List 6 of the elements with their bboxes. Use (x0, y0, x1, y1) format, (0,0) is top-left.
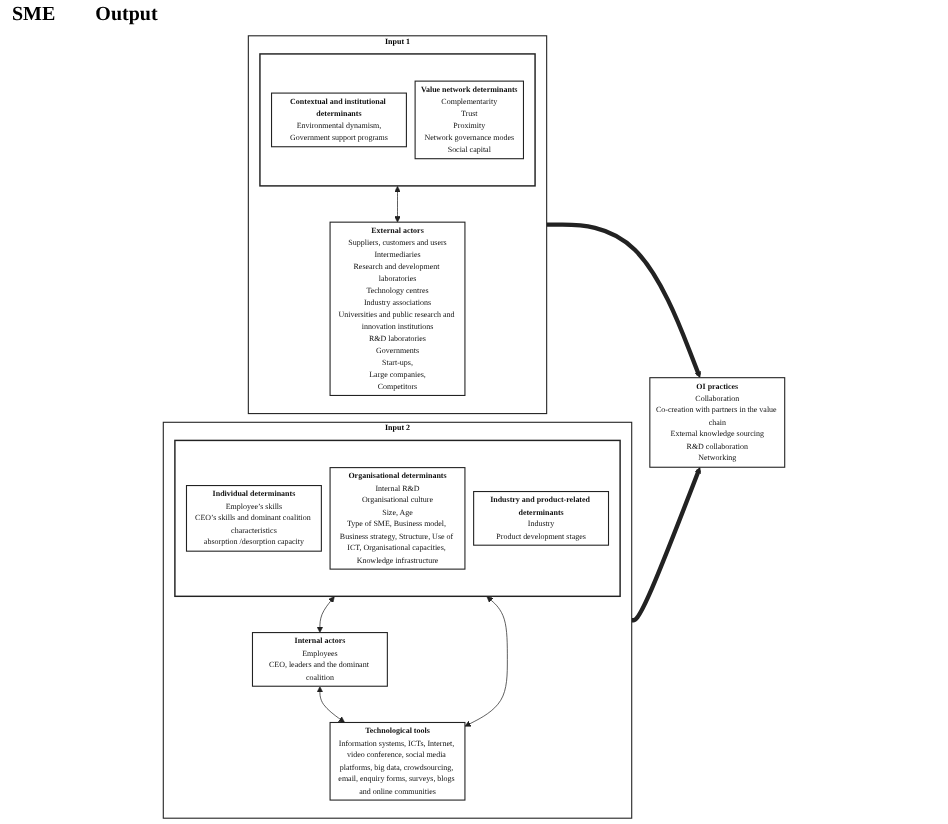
section-label: Output (95, 4, 158, 26)
cluster (174, 439, 621, 598)
arrow (546, 222, 701, 378)
arrow (631, 466, 701, 623)
cluster (259, 53, 536, 187)
section-label: SME (12, 4, 56, 26)
